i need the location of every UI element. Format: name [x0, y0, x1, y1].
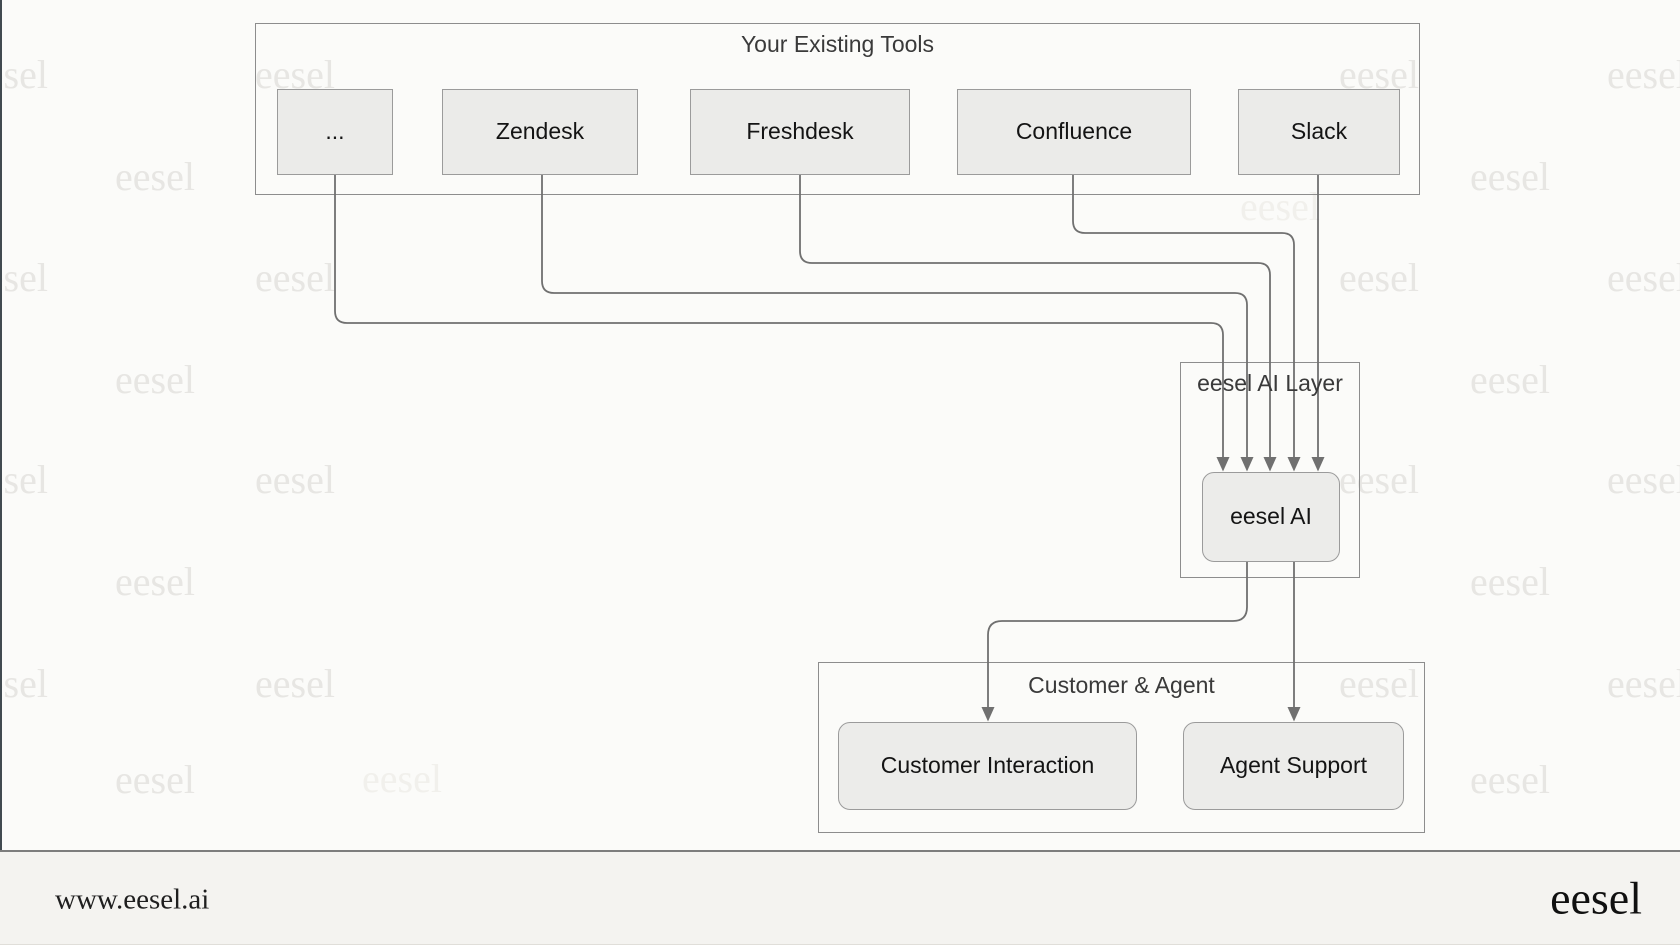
tool-node-other-label: ...: [325, 118, 345, 145]
watermark-text: eesel: [115, 757, 195, 802]
watermark-text: eesel: [0, 661, 48, 706]
watermark-text: eesel: [0, 255, 48, 300]
customer-interaction-label: Customer Interaction: [880, 752, 1095, 779]
tool-node-other: ...: [277, 89, 393, 175]
window-left-edge: [0, 0, 2, 850]
outputs-title: Customer & Agent: [1028, 672, 1215, 698]
watermark-text: eesel: [255, 255, 335, 300]
watermark-text: eesel: [1339, 52, 1419, 97]
tool-node-confluence-label: Confluence: [1015, 118, 1133, 145]
footer-bar: www.eesel.ai eesel: [0, 850, 1680, 945]
agent-support-node: Agent Support: [1183, 722, 1404, 810]
tool-node-slack-label: Slack: [1290, 118, 1348, 145]
watermark-text: eesel: [115, 154, 195, 199]
tool-node-confluence: Confluence: [957, 89, 1191, 175]
tool-node-slack: Slack: [1238, 89, 1400, 175]
watermark-text: eesel: [1607, 661, 1680, 706]
watermark-text: eesel: [255, 52, 335, 97]
watermark-text: eesel: [1470, 559, 1550, 604]
ai-layer-title: eesel AI Layer: [1197, 370, 1343, 396]
watermark-text: eesel: [1607, 255, 1680, 300]
eesel-ai-node-label: eesel AI: [1230, 503, 1312, 530]
watermark-text: eesel: [0, 457, 48, 502]
tools-container-title: Your Existing Tools: [740, 31, 935, 57]
agent-support-label: Agent Support: [1219, 752, 1368, 779]
watermark-text: eesel: [1607, 52, 1680, 97]
watermark-text: eesel: [0, 52, 48, 97]
watermark-text: eesel: [115, 357, 195, 402]
watermark-text: eesel: [1470, 757, 1550, 802]
watermark-text: eesel: [255, 661, 335, 706]
watermark-text: eesel: [255, 457, 335, 502]
tool-node-zendesk: Zendesk: [442, 89, 638, 175]
watermark-text: eesel: [1339, 661, 1419, 706]
tool-node-freshdesk-label: Freshdesk: [746, 118, 854, 145]
eesel-logo: eesel: [1550, 872, 1642, 924]
watermark-text: eesel: [362, 756, 442, 801]
tool-node-freshdesk: Freshdesk: [690, 89, 910, 175]
watermark-text: eesel: [1470, 357, 1550, 402]
tool-node-zendesk-label: Zendesk: [495, 118, 585, 145]
footer-url-text: www.eesel.ai: [55, 883, 210, 916]
watermark-text: eesel: [1339, 457, 1419, 502]
watermark-text: eesel: [1607, 457, 1680, 502]
watermark-text: eesel: [1339, 255, 1419, 300]
eesel-ai-node: eesel AI: [1202, 472, 1340, 562]
customer-interaction-node: Customer Interaction: [838, 722, 1137, 810]
watermark-text: eesel: [1470, 154, 1550, 199]
watermark-text: eesel: [115, 559, 195, 604]
